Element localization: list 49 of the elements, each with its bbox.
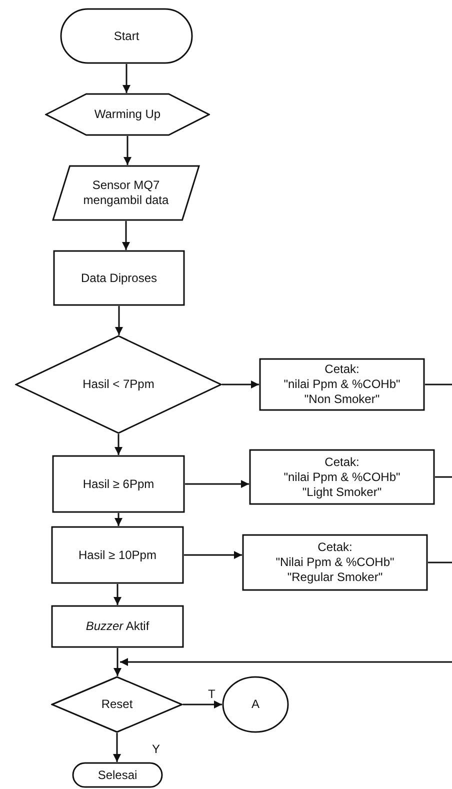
process-box (51, 605, 184, 648)
edge-label: T (207, 688, 216, 700)
input-parallelogram (52, 165, 200, 221)
process-box (53, 250, 185, 306)
node-label: Cetak: (324, 454, 360, 470)
node-label: Reset (100, 697, 134, 712)
terminal-shape (72, 762, 163, 788)
arrow (114, 434, 122, 455)
arrow (122, 64, 130, 93)
edge-label: Y (151, 743, 162, 755)
node-label: "nilai Ppm & %COHb" (282, 377, 402, 392)
arrow (185, 480, 249, 488)
process-box (249, 449, 435, 505)
node-label: Cetak: (316, 540, 354, 555)
arrow (184, 551, 242, 559)
decision-diamond (15, 335, 222, 434)
node-label: "nilai Ppm & %COHb" (282, 470, 402, 484)
node-label: Start (112, 28, 140, 44)
node-label: "Nilai Ppm & %COHb" (274, 555, 396, 570)
node-label: "Light Smoker" (301, 484, 383, 500)
node-label: Hasil ≥ 10Ppm (78, 548, 158, 562)
process-box (52, 455, 185, 513)
arrow (113, 733, 121, 762)
preparation-hexagon (45, 93, 210, 136)
node-label: Hasil < 7Ppm (82, 377, 156, 392)
node-label: "Regular Smoker" (286, 570, 384, 585)
node-label: A (250, 697, 260, 712)
process-box (259, 358, 425, 411)
decision-diamond (51, 676, 183, 733)
arrow (124, 136, 132, 165)
node-label: Warming Up (93, 107, 162, 122)
arrow (222, 380, 259, 388)
node-label: Data Diproses (80, 270, 158, 286)
arrow (183, 700, 222, 708)
node-label: Selesai (96, 768, 138, 782)
arrow (114, 648, 122, 676)
node-label: "Non Smoker" (303, 392, 381, 407)
node-label: Cetak: (324, 362, 360, 377)
arrow (115, 306, 123, 335)
connector-circle (222, 676, 289, 733)
arrow (120, 658, 452, 666)
node-label: Buzzer Aktif (84, 619, 150, 634)
process-box (51, 526, 184, 584)
node-label: Hasil ≥ 6Ppm (82, 476, 156, 492)
node-label: Sensor MQ7 mengambil data (82, 178, 170, 208)
process-box (242, 534, 428, 591)
arrow (114, 513, 122, 526)
arrow (114, 584, 122, 605)
arrow (122, 221, 130, 250)
